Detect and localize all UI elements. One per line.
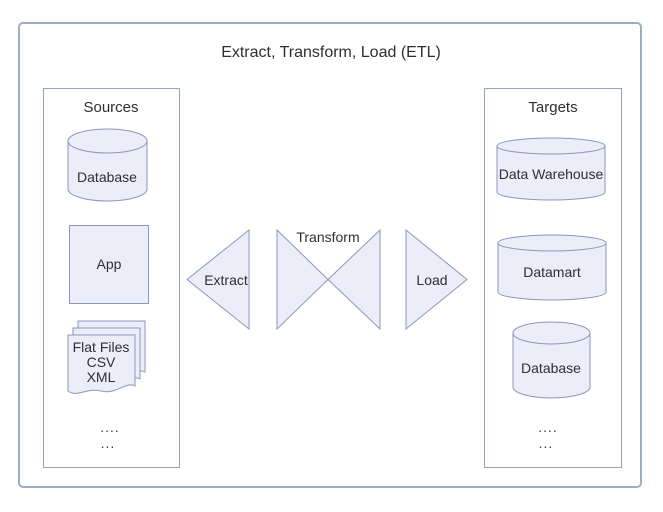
target-data-warehouse-rim bbox=[496, 145, 606, 155]
outer-frame bbox=[18, 22, 642, 488]
target-datamart-rim bbox=[497, 242, 607, 252]
load-step: Load bbox=[405, 228, 468, 331]
target-database-rim bbox=[512, 332, 591, 345]
transform-bowtie-right bbox=[327, 228, 381, 331]
source-database-cylinder: Database bbox=[67, 128, 148, 202]
target-data-warehouse-cylinder: Data Warehouse bbox=[496, 137, 606, 201]
extract-label: Extract bbox=[204, 272, 248, 288]
sources-ellipsis-row2: ... bbox=[101, 435, 116, 451]
target-database-cylinder: Database bbox=[512, 321, 591, 399]
target-datamart-cylinder: Datamart bbox=[497, 234, 607, 301]
source-app-box: App bbox=[69, 225, 149, 304]
target-data-warehouse-body bbox=[496, 137, 606, 201]
targets-ellipsis-row1: .... bbox=[538, 419, 558, 435]
transform-label: Transform bbox=[296, 229, 359, 245]
sources-panel-title: Sources bbox=[83, 99, 138, 116]
transform-step: Transform bbox=[276, 228, 381, 331]
target-datamart-label: Datamart bbox=[523, 264, 581, 280]
source-database-cylinder-body bbox=[67, 128, 148, 202]
diagram-title: Extract, Transform, Load (ETL) bbox=[221, 44, 441, 61]
load-label: Load bbox=[416, 272, 447, 288]
source-app-label: App bbox=[97, 256, 122, 272]
flat-files-sheet-front bbox=[67, 334, 136, 394]
transform-bowtie-left bbox=[276, 228, 329, 331]
source-database-label: Database bbox=[77, 169, 137, 185]
sources-ellipsis-row1: .... bbox=[100, 419, 120, 435]
target-database-body bbox=[512, 321, 591, 399]
target-datamart-body bbox=[497, 234, 607, 301]
targets-panel-title: Targets bbox=[528, 99, 577, 116]
targets-ellipsis-row2: ... bbox=[539, 435, 554, 451]
source-flat-files-stack: Flat Files CSV XML bbox=[67, 320, 146, 394]
flat-files-label-line3: XML bbox=[87, 369, 116, 385]
source-database-cylinder-rim bbox=[67, 140, 148, 154]
flat-files-label-line2: CSV bbox=[87, 354, 116, 370]
source-app-box-shape bbox=[69, 225, 149, 304]
extract-triangle bbox=[186, 228, 250, 331]
load-triangle bbox=[405, 228, 468, 331]
target-data-warehouse-label: Data Warehouse bbox=[499, 166, 604, 182]
flat-files-label-line1: Flat Files bbox=[73, 339, 130, 355]
extract-step: Extract bbox=[186, 228, 250, 331]
target-database-label: Database bbox=[521, 360, 581, 376]
